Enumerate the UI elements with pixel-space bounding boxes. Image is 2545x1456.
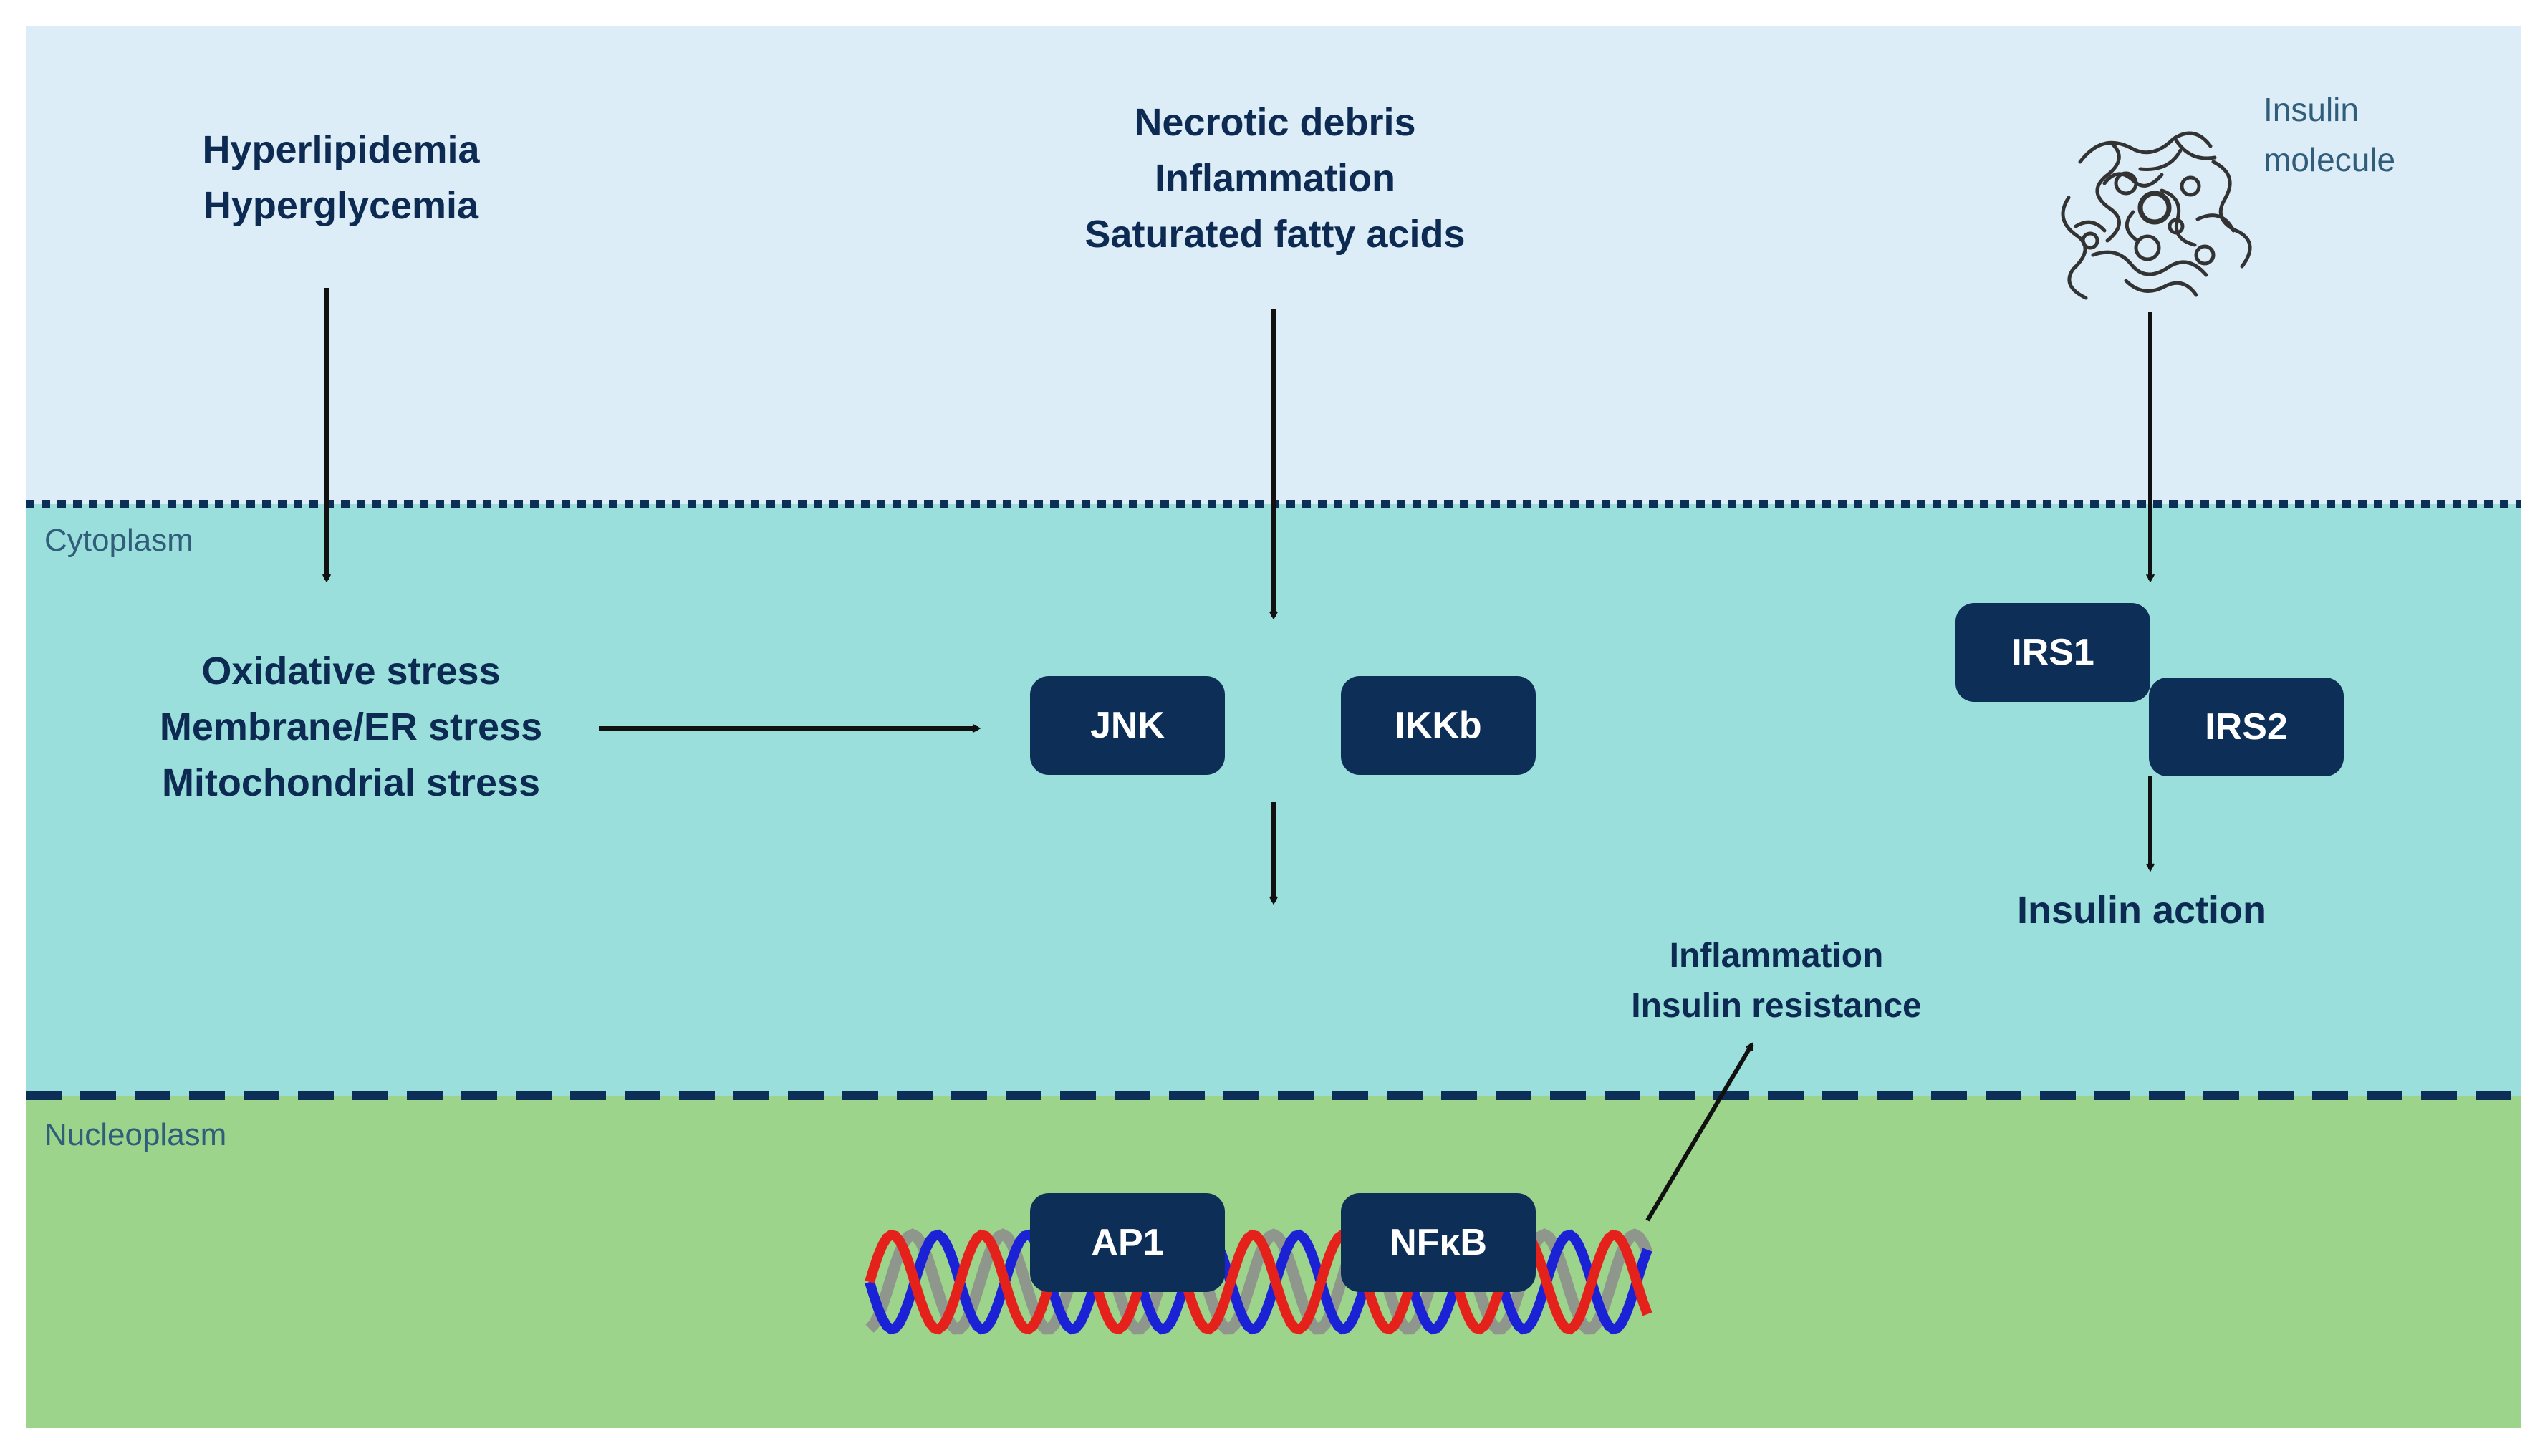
outcome-insulin-resistance: Insulin resistance <box>1631 987 1922 1025</box>
stimulus-necrotic-debris: Necrotic debris <box>1134 101 1416 144</box>
outcome-inflammation: Inflammation <box>1669 937 1884 975</box>
jnk-node: JNK <box>1030 676 1225 775</box>
nfkb-node: NFκB <box>1341 1193 1536 1292</box>
metabolic-stimuli: Hyperlipidemia Hyperglycemia <box>169 122 513 233</box>
stress-mitochondrial: Mitochondrial stress <box>161 761 541 804</box>
dna-strand-grey <box>865 1228 1653 1335</box>
stimulus-inflammation: Inflammation <box>1154 157 1396 200</box>
outcomes: Inflammation Insulin resistance <box>1605 931 1948 1031</box>
nucleoplasm-label: Nucleoplasm <box>44 1117 227 1152</box>
ikkb-node: IKKb <box>1341 676 1536 775</box>
stimulus-hyperglycemia: Hyperglycemia <box>203 184 479 227</box>
irs1-node: IRS1 <box>1955 603 2150 702</box>
insulin-molecule-icon <box>2061 131 2252 300</box>
irs2-node: IRS2 <box>2149 678 2344 776</box>
stimulus-saturated-fatty-acids: Saturated fatty acids <box>1084 213 1466 256</box>
ap1-node: AP1 <box>1030 1193 1225 1292</box>
insulin-label-line1: Insulin <box>2263 91 2359 128</box>
stress-oxidative: Oxidative stress <box>201 650 501 693</box>
insulin-action-label: Insulin action <box>2016 889 2267 932</box>
dna-strand-blue <box>865 1229 1652 1335</box>
cellular-stresses: Oxidative stress Membrane/ER stress Mito… <box>115 643 587 811</box>
cytoplasm-label: Cytoplasm <box>44 523 193 558</box>
arrow-nucleus-to-outcomes <box>1645 1044 1754 1222</box>
stress-membrane-er: Membrane/ER stress <box>159 705 543 748</box>
insulin-label-line2: molecule <box>2263 141 2396 178</box>
insulin-molecule-label: Insulin molecule <box>2263 85 2396 185</box>
damage-stimuli: Necrotic debris Inflammation Saturated f… <box>1031 95 1519 262</box>
stimulus-hyperlipidemia: Hyperlipidemia <box>202 128 480 171</box>
